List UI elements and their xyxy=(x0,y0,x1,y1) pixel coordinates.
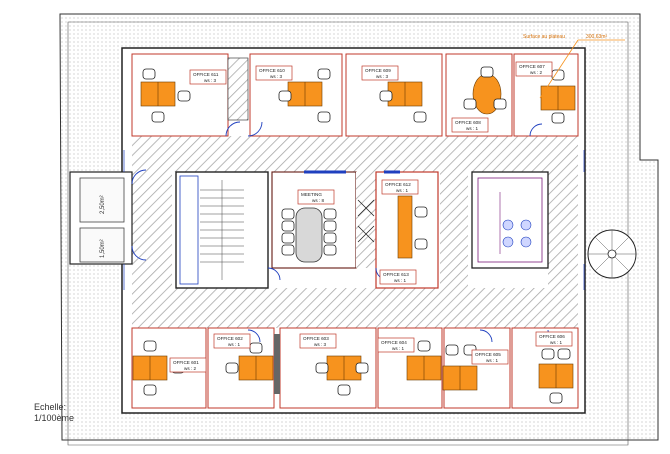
storage-area-2: 1,50m² xyxy=(100,239,106,258)
office-612-ws: ws : 1 xyxy=(396,188,408,193)
office-605-name: OFFICE 605 xyxy=(475,352,501,357)
corridor-bottom xyxy=(132,288,578,328)
meeting-name: MEETING xyxy=(301,192,322,197)
office-606-ws: ws : 1 xyxy=(550,340,562,345)
scale-legend: Echelle: 1/100ème xyxy=(34,402,74,424)
surface-label: Surface au plateau xyxy=(523,34,565,40)
meeting-ws: ws : 8 xyxy=(312,198,324,203)
office-604-ws: ws : 1 xyxy=(392,346,404,351)
office-610-name: OFFICE 610 xyxy=(259,68,285,73)
desks-top xyxy=(140,66,576,124)
sanitary-block xyxy=(471,171,549,269)
office-601-ws: ws : 2 xyxy=(184,366,196,371)
office-602-ws: ws : 1 xyxy=(228,342,240,347)
office-613-ws: ws : 1 xyxy=(394,278,406,283)
corridor-left xyxy=(132,168,172,292)
office-605-ws: ws : 1 xyxy=(486,358,498,363)
corridor-right xyxy=(548,168,578,292)
office-607-name: OFFICE 607 xyxy=(519,64,545,69)
storage-area-1: 2,50m² xyxy=(100,195,106,214)
office-604-name: OFFICE 604 xyxy=(381,340,407,345)
office-603-name: OFFICE 603 xyxy=(303,336,329,341)
surface-value: 300,63m² xyxy=(586,34,607,40)
office-603-ws: ws : 3 xyxy=(314,342,326,347)
office-609-ws: ws : 3 xyxy=(376,74,388,79)
office-610-ws: ws : 3 xyxy=(270,74,282,79)
scale-label: Echelle: xyxy=(34,402,67,412)
corridor-mid xyxy=(440,168,468,292)
office-607-ws: ws : 2 xyxy=(530,70,542,75)
office-613-name: OFFICE 613 xyxy=(383,272,409,277)
office-612-name: OFFICE 612 xyxy=(385,182,411,187)
corridor-top xyxy=(132,136,578,172)
office-611-name: OFFICE 611 xyxy=(193,72,219,77)
office-601-name: OFFICE 601 xyxy=(173,360,199,365)
office-602-name: OFFICE 602 xyxy=(217,336,243,341)
scale-value: 1/100ème xyxy=(34,413,75,423)
office-611-ws: ws : 3 xyxy=(204,78,216,83)
office-608-ws: ws : 1 xyxy=(466,126,478,131)
office-609-name: OFFICE 609 xyxy=(365,68,391,73)
office-608-name: OFFICE 608 xyxy=(455,120,481,125)
office-606-name: OFFICE 606 xyxy=(539,334,565,339)
